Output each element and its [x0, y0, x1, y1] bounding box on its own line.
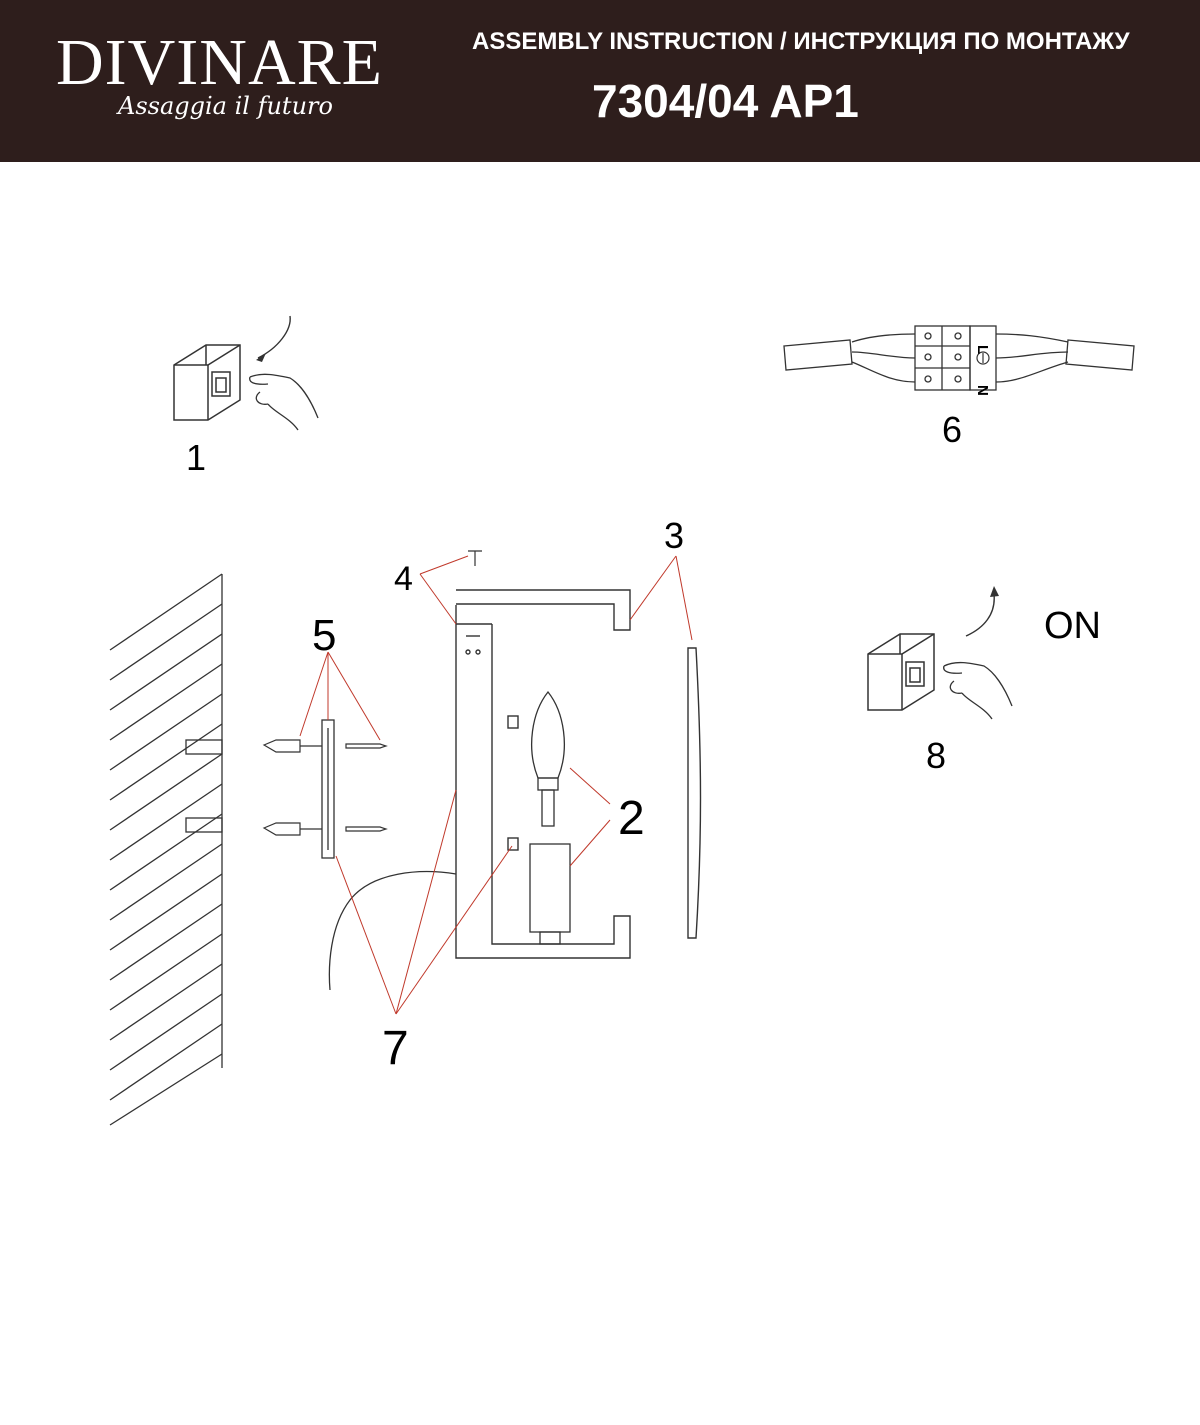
mounting-bracket	[321, 719, 335, 859]
ground-icon	[976, 351, 990, 365]
assembly-diagram: 1 L N 6	[109, 315, 1135, 1126]
step-6-label: 6	[942, 409, 962, 450]
wall-plug-icon	[262, 739, 322, 836]
terminal-l-label: L	[974, 345, 991, 354]
switch-on-step: 8 ON	[867, 586, 1101, 776]
step-3-label: 3	[664, 515, 684, 556]
step-4-label: 4	[394, 560, 413, 598]
switch-off-step: 1	[173, 315, 319, 478]
brand-logo: DIVINARE	[56, 26, 383, 99]
brand-tagline: Assaggia il futuro	[118, 92, 333, 120]
leader-lines	[299, 555, 693, 1015]
on-label: ON	[1044, 605, 1101, 647]
document-title: ASSEMBLY INSTRUCTION / ИНСТРУКЦИЯ ПО МОН…	[472, 28, 1130, 55]
hand-icon	[943, 661, 1013, 720]
curved-arrow-icon	[257, 315, 291, 359]
candle-bulb-icon	[529, 690, 571, 945]
screw-icon	[345, 550, 482, 832]
hand-icon	[249, 373, 319, 431]
header-banner: DIVINARE Assaggia il futuro ASSEMBLY INS…	[0, 0, 1200, 162]
curved-arrow-icon	[965, 593, 995, 637]
power-cable	[328, 870, 457, 991]
lamp-body	[455, 589, 631, 959]
wiring-step	[783, 325, 1135, 391]
step-8-label: 8	[926, 735, 946, 776]
wall-hatching	[109, 573, 223, 1126]
terminal-block-icon	[914, 325, 997, 391]
step-7-label: 7	[382, 1022, 409, 1075]
step-5-label: 5	[312, 611, 336, 660]
light-switch-icon	[867, 633, 935, 711]
terminal-n-label: N	[974, 385, 991, 396]
light-switch-icon	[173, 344, 241, 421]
step-1-label: 1	[186, 437, 206, 478]
step-2-label: 2	[618, 792, 645, 845]
model-code: 7304/04 AP1	[592, 75, 859, 127]
glass-shade	[687, 647, 702, 939]
